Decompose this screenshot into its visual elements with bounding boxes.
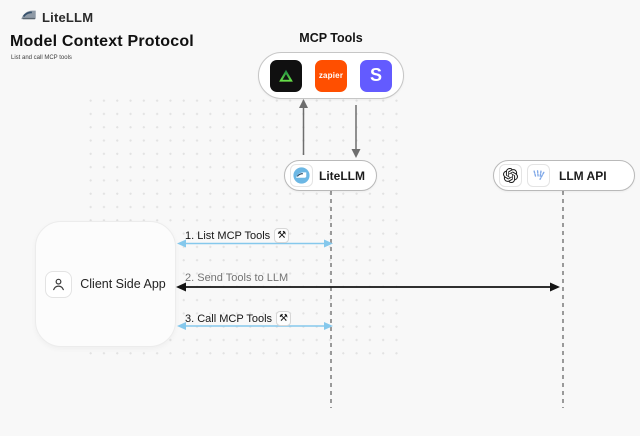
stripe-icon: S — [360, 59, 392, 92]
train-logo-icon — [20, 8, 37, 26]
message-3-label-row: 3. Call MCP Tools ⚒ — [185, 311, 292, 326]
client-side-app-node: Client Side App — [35, 221, 176, 347]
litellm-train-icon — [290, 164, 313, 187]
message-2-label-row: 2. Send Tools to LLM — [185, 272, 288, 284]
openai-icon — [499, 164, 522, 187]
zapier-icon: zapier — [315, 59, 347, 92]
llm-provider-icon — [527, 164, 550, 187]
litellm-node: LiteLLM — [284, 160, 377, 191]
message-3-text: 3. Call MCP Tools — [185, 312, 273, 325]
litellm-to-mcp-arrow — [299, 99, 308, 155]
llm-api-node-label: LLM API — [559, 168, 607, 183]
page-subtitle: List and call MCP tools — [11, 55, 72, 61]
message-2-text: 2. Send Tools to LLM — [185, 272, 289, 284]
page-title: Model Context Protocol — [10, 33, 194, 50]
mcp-tools-label: MCP Tools — [299, 31, 363, 45]
hammer-tools-icon: ⚒ — [274, 228, 290, 243]
zapier-wordmark: zapier — [318, 71, 344, 80]
message-1-label-row: 1. List MCP Tools ⚒ — [185, 228, 290, 243]
brand-name: LiteLLM — [42, 9, 94, 25]
person-icon — [45, 270, 73, 298]
mcp-to-litellm-arrow — [351, 105, 361, 158]
llm-api-node: LLM API — [493, 160, 635, 191]
green-triangle-tool-icon — [270, 59, 302, 92]
mcp-tools-box: zapier S — [258, 52, 404, 99]
client-node-label: Client Side App — [80, 277, 166, 291]
message-1-text: 1. List MCP Tools — [185, 229, 271, 242]
hammer-tools-icon: ⚒ — [276, 311, 292, 326]
stripe-letter: S — [369, 65, 382, 85]
brand: LiteLLM — [20, 8, 93, 26]
litellm-node-label: LiteLLM — [319, 168, 365, 183]
